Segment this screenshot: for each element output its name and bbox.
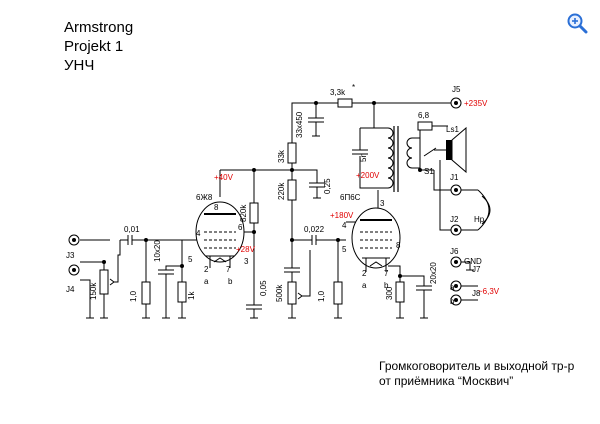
jack-j7[interactable]	[450, 280, 462, 292]
resistor-1m-v2	[333, 281, 343, 305]
jack-j3[interactable]	[68, 234, 80, 246]
label-r-33k: 33k	[277, 149, 286, 163]
resistor-220k	[287, 179, 297, 201]
pin-v1-5: 5	[188, 255, 193, 264]
label-j5: J5	[452, 85, 461, 94]
label-v180: +180V	[330, 211, 354, 220]
label-heater-b: b	[450, 297, 455, 306]
jack-j8[interactable]	[450, 294, 462, 306]
speaker-icon	[417, 121, 467, 174]
label-j3: J3	[66, 251, 75, 260]
label-r-220k: 220k	[277, 182, 286, 200]
pin-v2-7: 7	[384, 269, 389, 278]
pin-v2-b: b	[384, 281, 389, 290]
potentiometer-500k	[287, 281, 297, 305]
voltage-labels: +235V +200V +180V +40V +28V ~6,3V	[214, 99, 500, 296]
label-j8: J8	[472, 289, 481, 298]
resistor-3k3	[337, 98, 353, 108]
label-v63: ~6,3V	[478, 287, 500, 296]
tube-v2-6p6s	[351, 200, 401, 272]
pin-v1-7: 7	[226, 265, 231, 274]
jack-j1[interactable]	[450, 184, 462, 196]
label-c-10x20: 10x20	[153, 240, 162, 262]
label-gnd: GND	[464, 257, 482, 266]
label-j7: J7	[472, 265, 481, 274]
pin-v1-8: 8	[214, 203, 219, 212]
pin-labels: 8 6 4 5 3 2 7 a b 3 4 5 8 2 7 a b	[188, 199, 401, 290]
junction-dots	[102, 101, 422, 278]
output-transformer	[352, 126, 420, 192]
label-v40: +40V	[214, 173, 234, 182]
label-j4: J4	[66, 285, 75, 294]
resistor-300	[395, 281, 405, 303]
resistor-1m-v1	[141, 281, 151, 305]
pin-v2-4: 4	[342, 221, 347, 230]
tube-v1-6zh8	[195, 201, 245, 268]
label-v28: +28V	[236, 245, 256, 254]
magnifier-zoom-in-icon[interactable]	[566, 12, 588, 34]
label-r-300: 300	[385, 286, 394, 300]
label-j2: J2	[450, 215, 459, 224]
pin-v1-2: 2	[204, 265, 209, 274]
label-c-025: 0,25	[323, 178, 332, 194]
label-j1: J1	[450, 173, 459, 182]
resistor-1k	[177, 281, 187, 303]
component-labels: 3,3k * 33x450 33k 220k 0,25 820k 0,01 15…	[66, 83, 485, 306]
label-r-3k3-mark: *	[352, 83, 355, 92]
label-r-1m-b: 1,0	[317, 290, 326, 302]
label-ls1: Ls1	[446, 125, 459, 134]
pin-v1-b: b	[228, 277, 233, 286]
pin-v1-3: 3	[244, 257, 249, 266]
label-r-1k: 1k	[187, 291, 196, 300]
jack-j6[interactable]	[450, 256, 462, 268]
pin-v2-a: a	[362, 281, 367, 290]
title-line-section: УНЧ	[64, 57, 95, 74]
label-j6: J6	[450, 247, 459, 256]
label-c-33x450: 33x450	[295, 111, 304, 138]
label-c-005: 0,05	[259, 280, 268, 296]
pin-v1-4: 4	[196, 229, 201, 238]
jack-j4[interactable]	[68, 264, 80, 276]
resistor-820k	[249, 202, 259, 224]
label-s1: S1	[424, 167, 434, 176]
pin-v2-8: 8	[396, 241, 401, 250]
label-c-20x20: 20x20	[429, 262, 438, 284]
label-heater-a: a	[450, 283, 455, 292]
label-v235: +235V	[464, 99, 488, 108]
title-line-name: Armstrong	[64, 19, 134, 36]
resistor-6r8	[417, 121, 433, 131]
label-tube-v1: 6Ж8	[196, 193, 213, 202]
label-r-500k: 500k	[275, 284, 284, 302]
headphones-icon	[477, 189, 491, 231]
label-r-3k3: 3,3k	[330, 88, 346, 97]
pin-v2-5: 5	[342, 245, 347, 254]
caption-line-1: Громкоговоритель и выходной тр-р	[379, 359, 575, 373]
label-r-820k: 820k	[239, 204, 248, 222]
schematic-title: Armstrong Projekt 1 УНЧ	[64, 18, 133, 75]
label-hp: Hp	[474, 215, 485, 224]
pin-v1-a: a	[204, 277, 209, 286]
label-v200: +200V	[356, 171, 380, 180]
potentiometer-150k	[99, 269, 109, 295]
label-c-0022: 0,022	[304, 225, 325, 234]
pin-v2-3: 3	[380, 199, 385, 208]
schematic-caption: Громкоговоритель и выходной тр-р от приё…	[379, 359, 574, 389]
jack-j5[interactable]	[450, 97, 462, 109]
wiring	[80, 98, 478, 319]
pin-v2-2: 2	[362, 269, 367, 278]
title-line-project: Projekt 1	[64, 38, 124, 55]
label-c-001: 0,01	[124, 225, 140, 234]
label-c-5n: 5n	[359, 153, 368, 162]
label-tube-v2: 6П6С	[340, 193, 361, 202]
label-r-150k: 150k	[89, 282, 98, 300]
label-r-1m-a: 1,0	[129, 290, 138, 302]
label-r-6r8: 6,8	[418, 111, 430, 120]
jack-j2[interactable]	[450, 224, 462, 236]
resistor-33k	[287, 142, 297, 164]
caption-line-2: от приёмника “Москвич”	[379, 374, 514, 388]
pin-v1-6: 6	[238, 223, 243, 232]
